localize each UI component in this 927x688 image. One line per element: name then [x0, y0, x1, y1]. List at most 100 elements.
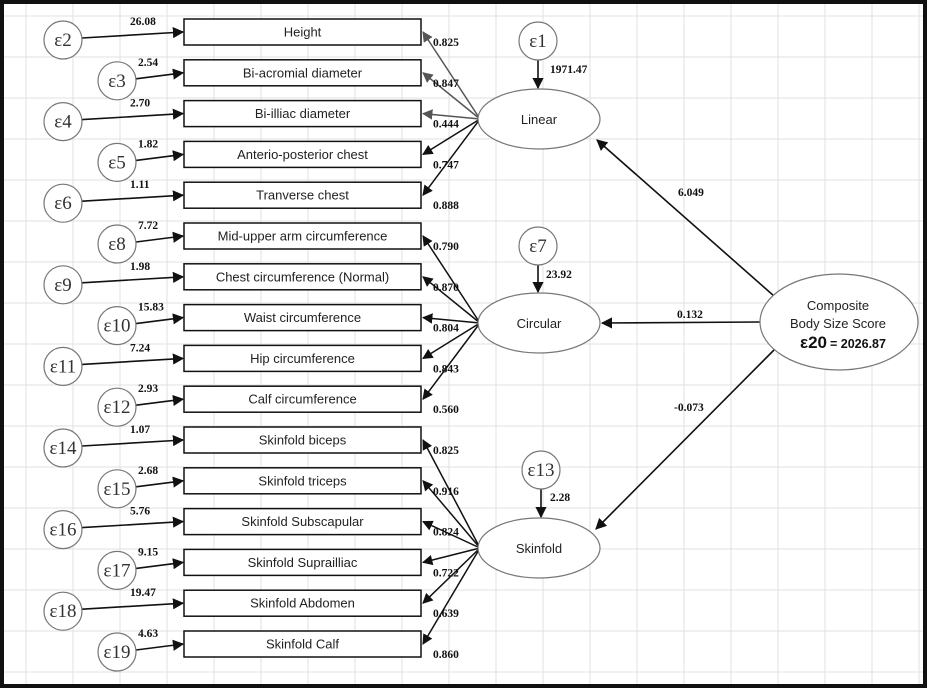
- error-variance-value: 5.76: [130, 506, 150, 518]
- composite-to-circular-arrow: [600, 317, 761, 329]
- indicator-error-label: ε16: [50, 520, 77, 541]
- path-skinfold-value: -0.073: [674, 402, 704, 414]
- loading-value: 0.916: [433, 486, 459, 498]
- indicator-error-label: ε10: [104, 316, 131, 337]
- loading-value: 0.825: [433, 445, 459, 457]
- indicator-error-circle: ε5: [97, 142, 137, 182]
- error-variance-value: 1.11: [130, 179, 150, 191]
- indicator-name: Hip circumference: [250, 351, 355, 366]
- loading-value: 0.888: [433, 200, 459, 212]
- indicator-error-label: ε18: [50, 601, 77, 622]
- error-arrow: [81, 271, 185, 284]
- loading-value: 0.860: [433, 649, 459, 661]
- error-arrow: [135, 313, 185, 325]
- indicator-name: Mid-upper arm circumference: [218, 229, 388, 244]
- error-arrow: [135, 558, 185, 570]
- indicator-error-label: ε14: [50, 438, 77, 459]
- composite-body-size-score: Composite Body Size Score ε20= 2026.87: [759, 273, 919, 371]
- error-arrow: [81, 353, 185, 366]
- loading-arrow: [422, 118, 481, 197]
- error-variance-value: 2.70: [130, 98, 150, 110]
- indicator-box: Bi-acromial diameter: [183, 59, 422, 87]
- indicator-box: Skinfold biceps: [183, 426, 422, 454]
- indicator-box: Waist circumference: [183, 303, 422, 332]
- composite-to-linear-arrow: [596, 139, 775, 297]
- indicator-error-label: ε12: [104, 397, 131, 418]
- error-arrow: [135, 476, 185, 488]
- error-variance-value: 2.54: [138, 57, 158, 69]
- indicator-name: Tranverse chest: [256, 188, 349, 203]
- indicator-error-circle: ε11: [43, 346, 83, 386]
- indicator-name: Skinfold Abdomen: [250, 596, 355, 611]
- indicator-error-label: ε19: [104, 642, 131, 663]
- error-variance-value: 26.08: [130, 16, 156, 28]
- loading-value: 0.870: [433, 282, 459, 294]
- indicator-error-circle: ε8: [97, 224, 137, 264]
- indicator-box: Calf circumference: [183, 385, 422, 413]
- loading-value: 0.804: [433, 323, 459, 335]
- indicator-box: Skinfold triceps: [183, 467, 422, 495]
- indicator-box: Tranverse chest: [183, 181, 422, 209]
- sem-path-diagram: Linear Circular Skinfold Composite Body …: [4, 4, 923, 684]
- error-variance-value: 7.72: [138, 220, 158, 232]
- indicator-error-label: ε6: [54, 193, 71, 214]
- indicator-error-circle: ε15: [97, 469, 137, 509]
- latent-error-1-label: ε1: [529, 31, 546, 52]
- indicator-box: Hip circumference: [183, 344, 422, 373]
- error-arrow: [81, 108, 185, 121]
- latent-error-1: ε1 1971.47: [518, 21, 588, 76]
- indicator-error-circle: ε12: [97, 387, 137, 427]
- latent-error-7-label: ε7: [529, 236, 546, 257]
- path-circular-value: 0.132: [677, 309, 703, 321]
- path-lines: [81, 27, 775, 651]
- loading-arrow: [421, 313, 481, 324]
- indicator-error-label: ε17: [104, 560, 131, 581]
- error-arrow: [81, 598, 185, 610]
- error-arrow: [135, 639, 185, 651]
- indicator-row: ε4 2.70 Bi-illiac diameter 0.444: [43, 98, 459, 142]
- indicator-error-circle: ε18: [43, 591, 83, 631]
- loading-value: 0.824: [433, 527, 459, 539]
- indicator-name: Skinfold biceps: [259, 433, 347, 448]
- indicator-error-label: ε3: [108, 71, 125, 92]
- loading-arrow: [422, 276, 481, 324]
- error-arrow: [81, 190, 185, 202]
- error-arrow: [135, 68, 185, 80]
- loading-value: 0.639: [433, 608, 459, 620]
- loading-value: 0.444: [433, 119, 459, 131]
- loading-value: 0.560: [433, 404, 459, 416]
- indicator-error-label: ε15: [104, 479, 131, 500]
- loading-arrow: [421, 547, 481, 566]
- indicator-box: Bi-illiac diameter: [183, 99, 422, 128]
- indicator-name: Skinfold Calf: [266, 637, 339, 652]
- latent-skinfold: Skinfold: [477, 517, 601, 579]
- loading-arrow: [422, 322, 481, 401]
- indicator-error-circle: ε9: [43, 265, 83, 305]
- indicator-name: Bi-acromial diameter: [243, 65, 363, 80]
- latent-error-7-value: 23.92: [546, 269, 572, 281]
- indicator-error-circle: ε14: [43, 428, 83, 468]
- indicator-error-circle: ε19: [97, 632, 137, 672]
- latent-error-7: ε7 23.92: [518, 226, 572, 281]
- indicator-name: Calf circumference: [248, 392, 356, 407]
- error-arrow: [135, 394, 185, 407]
- loading-value: 0.843: [433, 363, 459, 375]
- latent-linear: Linear: [477, 88, 601, 150]
- indicator-error-circle: ε4: [43, 101, 83, 142]
- composite-title: Composite: [807, 298, 869, 313]
- indicator-name: Anterio-posterior chest: [237, 147, 368, 162]
- error-variance-value: 4.63: [138, 628, 158, 640]
- loading-value: 0.790: [433, 241, 459, 253]
- indicator-name: Chest circumference (Normal): [216, 269, 389, 284]
- loading-value: 0.825: [433, 37, 459, 49]
